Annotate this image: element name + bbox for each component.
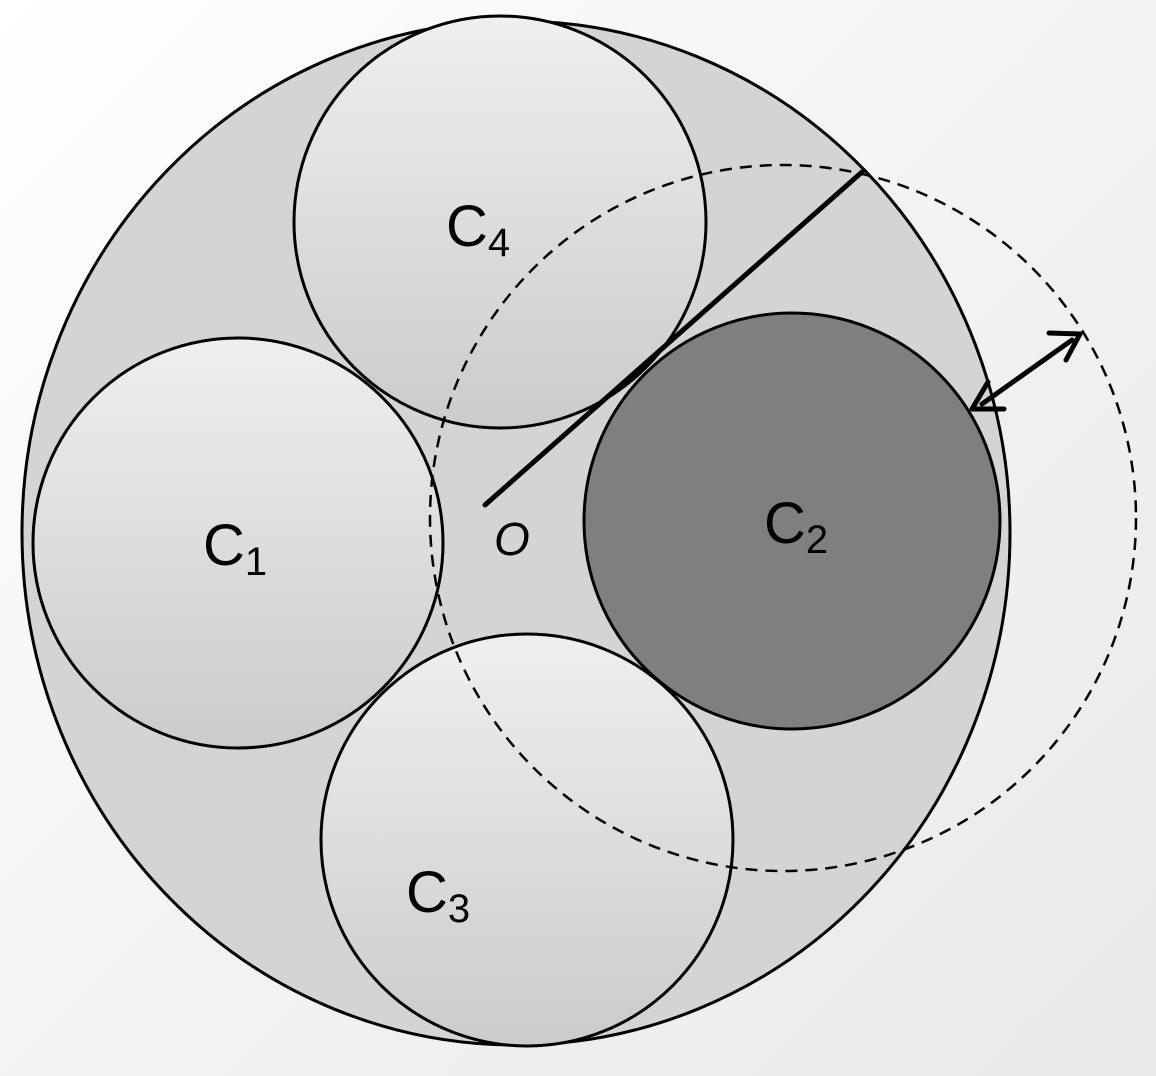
label-c3-main: C bbox=[406, 860, 448, 925]
label-c1: C1 bbox=[203, 513, 267, 584]
radius-line bbox=[482, 169, 865, 508]
circle-c1 bbox=[31, 336, 445, 750]
label-c1-sub: 1 bbox=[245, 540, 267, 584]
arrow-head-inner bbox=[969, 379, 1007, 412]
circle-c3 bbox=[319, 632, 735, 1048]
label-c2-main: C bbox=[764, 491, 806, 556]
circle-c4 bbox=[292, 14, 708, 430]
label-c3: C3 bbox=[406, 860, 470, 931]
dashed-circle bbox=[428, 163, 1138, 873]
label-origin: O bbox=[494, 513, 530, 565]
label-c4: C4 bbox=[446, 194, 510, 265]
label-c4-main: C bbox=[446, 194, 488, 259]
label-c1-main: C bbox=[203, 513, 245, 578]
circle-c2-highlighted bbox=[582, 311, 1002, 731]
label-c2: C2 bbox=[764, 491, 828, 562]
label-c4-sub: 4 bbox=[488, 221, 510, 265]
label-c2-sub: 2 bbox=[806, 518, 828, 562]
arrow-head-outer bbox=[1046, 330, 1083, 363]
double-arrow bbox=[969, 330, 1083, 412]
label-c3-sub: 3 bbox=[448, 887, 470, 931]
